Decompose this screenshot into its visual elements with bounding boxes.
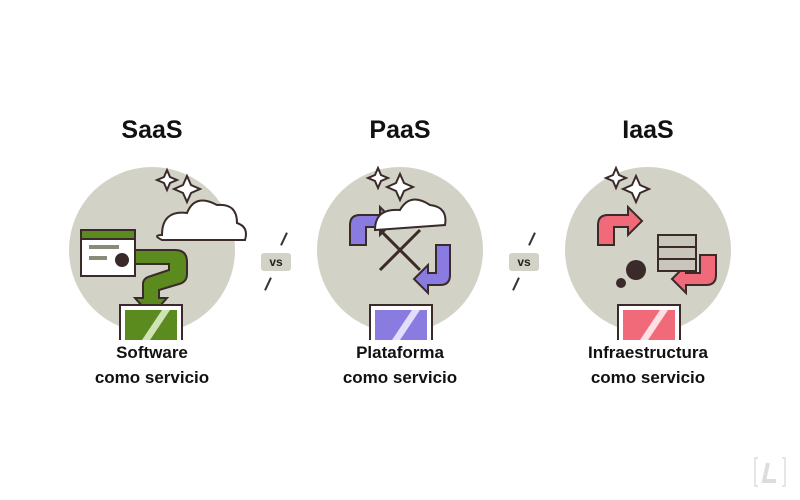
sparkle-icon [603, 165, 652, 205]
cycle-arrow-icon [412, 244, 451, 296]
iaas-title: IaaS [622, 116, 674, 144]
paas-label-line2: como servicio [342, 368, 458, 387]
browser-window-icon [80, 229, 136, 277]
brand-logo-icon [754, 457, 786, 487]
iaas-column: IaaS Infraestructura como servicio [528, 110, 768, 390]
gear-icon [616, 278, 626, 288]
saas-column: SaaS Software como servicio [32, 110, 272, 390]
paas-illustration [317, 165, 483, 340]
paas-label-line1: Plataforma [356, 343, 444, 362]
sparkle-icon [365, 165, 416, 203]
saas-label-line2: como servicio [94, 368, 210, 387]
monitor-icon [369, 304, 433, 340]
cloud-icon [373, 198, 447, 232]
iaas-label-line1: Infraestructura [588, 343, 708, 362]
paas-column: PaaS Plataforma como servicio [280, 110, 520, 390]
saas-label-line1: Software [116, 343, 188, 362]
cloud-icon [156, 199, 247, 241]
monitor-icon [617, 304, 681, 340]
vs-badge: vs [261, 253, 291, 271]
monitor-icon [119, 304, 183, 340]
sparkle-icon [154, 167, 203, 205]
iaas-label-line2: como servicio [590, 368, 706, 387]
iaas-illustration [565, 165, 731, 340]
wrench-screwdriver-icon [378, 228, 422, 272]
download-arrow-icon [132, 249, 188, 318]
saas-illustration [69, 167, 247, 340]
vs-badge: vs [509, 253, 539, 271]
saas-title: SaaS [121, 116, 183, 144]
gear-icon [626, 260, 646, 280]
cycle-arrow-icon [597, 204, 644, 246]
server-stack-icon [657, 234, 697, 272]
paas-title: PaaS [369, 116, 431, 144]
